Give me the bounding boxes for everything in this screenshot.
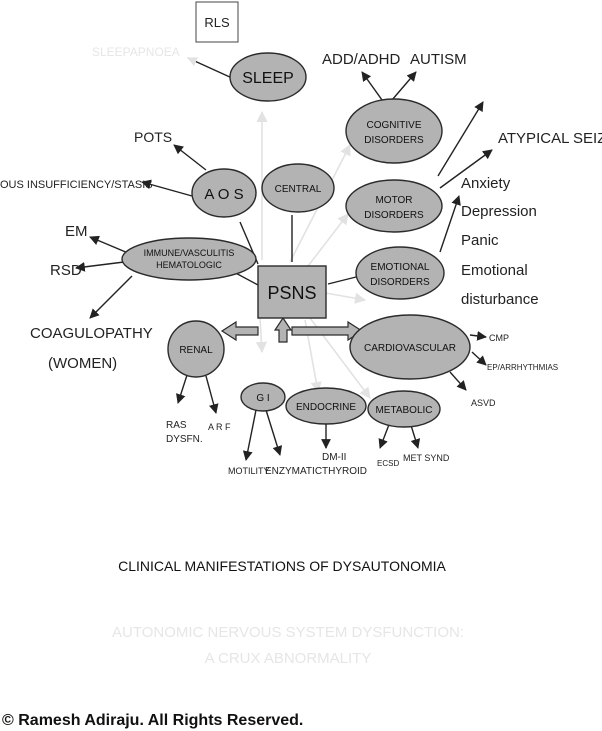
cardiovascular-node — [349, 314, 471, 380]
copyright-notice: © Ramesh Adiraju. All Rights Reserved. — [2, 712, 303, 729]
coagulopathy-label-2: (WOMEN) — [48, 355, 117, 372]
ecsd-label: ECSD — [377, 459, 399, 468]
renal-node — [167, 320, 225, 378]
watermark-line-1: AUTONOMIC NERVOUS SYSTEM DYSFUNCTION: — [112, 624, 464, 641]
aos-node — [191, 168, 257, 218]
cognitive-label-1: COGNITIVE — [366, 120, 421, 131]
emotional-disturbance-label-2: disturbance — [461, 291, 539, 308]
dm-thyroid-label-1: DM-II — [322, 452, 346, 463]
motor-label-2: DISORDERS — [364, 210, 424, 221]
rls-label: RLS — [204, 15, 230, 30]
aos-node-label: A O S — [204, 186, 243, 203]
ras-dysfn-label-1: RAS — [166, 420, 187, 431]
enzymatic-label: ENZYMATIC — [265, 466, 322, 477]
cognitive-label-2: DISORDERS — [364, 135, 424, 146]
motor-label-1: MOTOR — [375, 195, 412, 206]
connectors — [75, 57, 493, 461]
met-synd-label: MET SYND — [403, 453, 450, 463]
sleep-node-label: SLEEP — [242, 70, 294, 87]
immune-label-2: HEMATOLOGIC — [156, 260, 222, 270]
cognitive-node — [345, 98, 443, 164]
immune-node — [121, 237, 257, 281]
central-node-label: CENTRAL — [275, 184, 322, 195]
depression-label: Depression — [461, 203, 537, 220]
emotional-node — [355, 246, 445, 300]
cardiovascular-node-label: CARDIOVASCULAR — [364, 343, 456, 354]
motor-node — [345, 179, 443, 233]
psns-node-label: PSNS — [267, 283, 316, 303]
ras-dysfn-label-2: DYSFN. — [166, 434, 203, 445]
emotional-label-2: DISORDERS — [370, 277, 430, 288]
psns-block-arrows — [220, 316, 364, 343]
asvd-label: ASVD — [471, 398, 496, 408]
anxiety-label: Anxiety — [461, 175, 511, 192]
diagram-caption: CLINICAL MANIFESTATIONS OF DYSAUTONOMIA — [118, 558, 446, 574]
psns-node — [257, 265, 327, 319]
emotional-label-1: EMOTIONAL — [371, 262, 430, 273]
venous-insufficiency-label: OUS INSUFFICIENCY/STASIS — [0, 179, 153, 191]
rsd-label: RSD — [50, 262, 82, 279]
cmp-label: CMP — [489, 333, 509, 343]
pots-label: POTS — [134, 129, 172, 145]
arf-label: A R F — [208, 422, 231, 432]
emotional-disturbance-label-1: Emotional — [461, 262, 528, 279]
endocrine-node-label: ENDOCRINE — [296, 402, 356, 413]
endocrine-node — [285, 387, 367, 425]
rls-box — [195, 1, 239, 43]
ep-arrhythmias-label: EP/ARRHYTHMIAS — [487, 363, 558, 372]
panic-label: Panic — [461, 232, 499, 249]
sleep-node — [229, 52, 307, 102]
motility-label: MOTILITY — [228, 466, 270, 476]
dm-thyroid-label-2: THYROID — [322, 466, 367, 477]
em-label: EM — [65, 223, 88, 240]
renal-node-label: RENAL — [179, 345, 213, 356]
add-adhd-label: ADD/ADHD — [322, 51, 401, 68]
sleep-apnoea-label: SLEEPAPNOEA — [92, 45, 180, 59]
gi-node — [240, 382, 286, 412]
central-node — [261, 163, 335, 213]
coagulopathy-label-1: COAGULOPATHY — [30, 325, 153, 342]
metabolic-node — [367, 390, 441, 428]
autism-label: AUTISM — [410, 51, 467, 68]
metabolic-node-label: METABOLIC — [375, 405, 432, 416]
atypical-seizures-label: ATYPICAL SEIZURES — [498, 130, 602, 147]
watermark-line-2: A CRUX ABNORMALITY — [205, 650, 372, 667]
immune-label-1: IMMUNE/VASCULITIS — [144, 248, 235, 258]
gi-node-label: G I — [256, 393, 269, 404]
